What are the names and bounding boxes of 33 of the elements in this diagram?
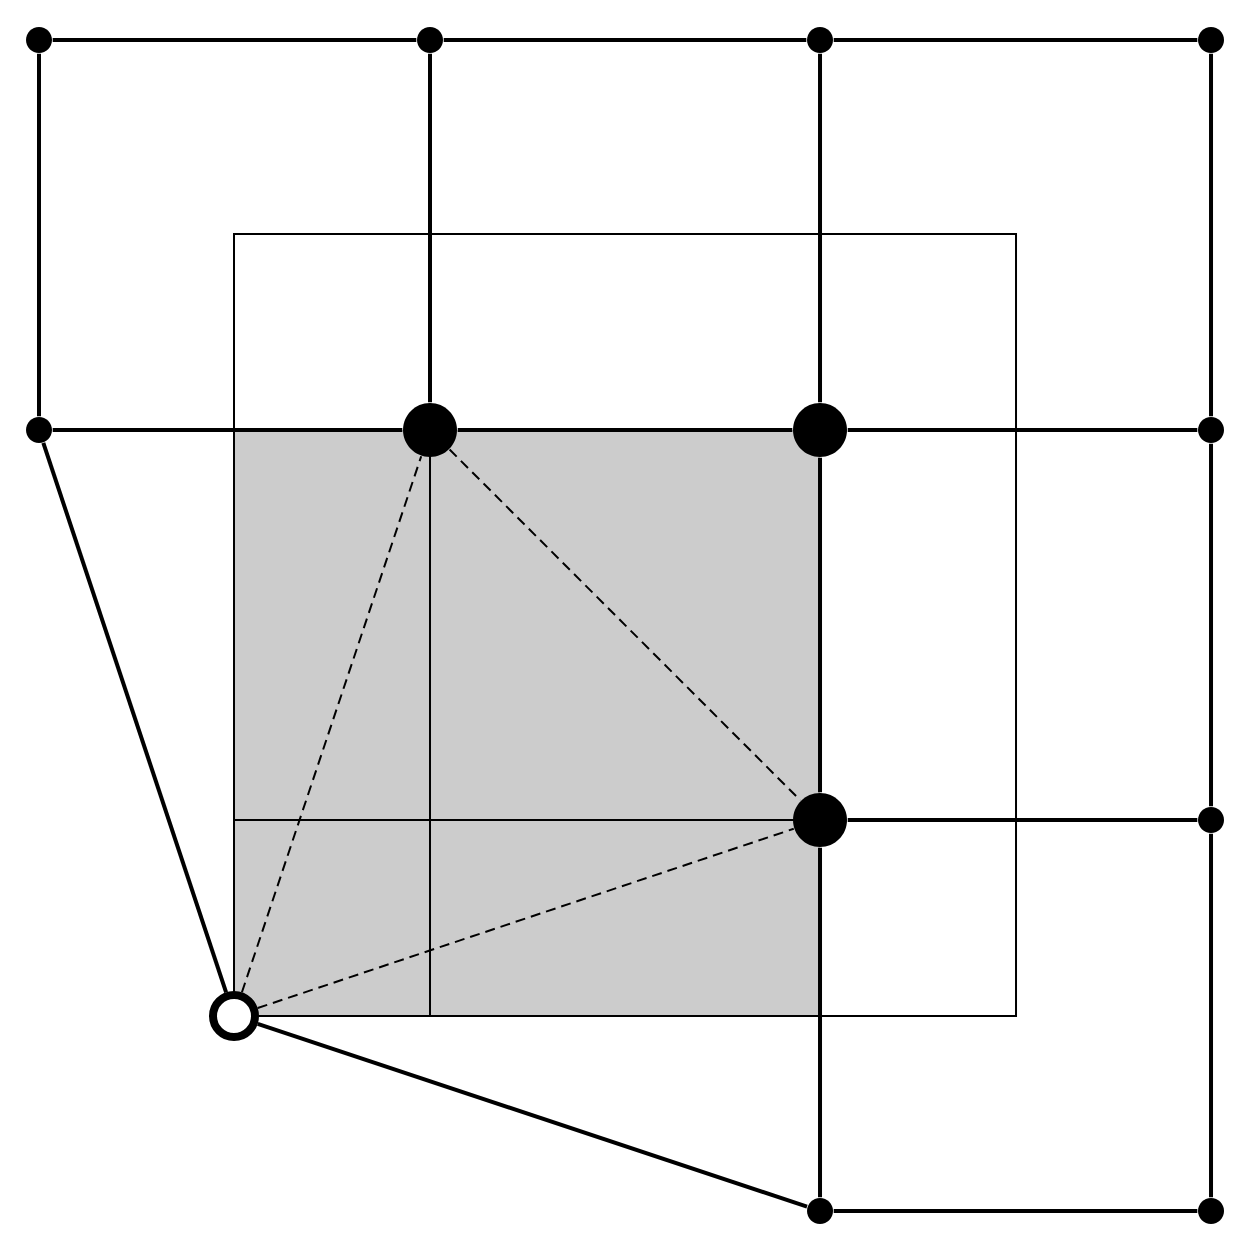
dashed-line: [240, 455, 423, 994]
edge-line: [41, 442, 228, 993]
open-circle: [209, 991, 259, 1041]
small-dot: [26, 417, 52, 443]
small-dot: [417, 26, 443, 53]
edge-line: [52, 428, 403, 432]
edge-line: [428, 53, 432, 403]
small-dot: [26, 26, 52, 53]
large-dot: [793, 793, 847, 847]
edge-line: [833, 1209, 1198, 1213]
small-dot: [1198, 26, 1224, 53]
edge-line: [818, 847, 822, 1198]
edge-line: [818, 53, 822, 403]
edge-line: [1209, 53, 1213, 417]
edge-line: [443, 38, 807, 42]
edge-line: [818, 457, 822, 793]
edge-line: [1209, 443, 1213, 807]
edge-line: [833, 38, 1198, 42]
edge-line: [847, 818, 1198, 822]
edge-line: [257, 1022, 808, 1209]
edge-line: [1209, 833, 1213, 1198]
edge-line: [37, 53, 41, 417]
large-dot: [403, 403, 457, 457]
large-dot: [793, 403, 847, 457]
small-dot: [1198, 807, 1224, 833]
edge-line: [52, 38, 417, 42]
edge-line: [847, 428, 1198, 432]
small-dot: [1198, 1198, 1224, 1224]
small-dot: [807, 26, 833, 53]
small-dot: [1198, 417, 1224, 443]
dashed-line: [256, 827, 795, 1010]
small-dot: [807, 1198, 833, 1224]
edge-line: [457, 428, 793, 432]
